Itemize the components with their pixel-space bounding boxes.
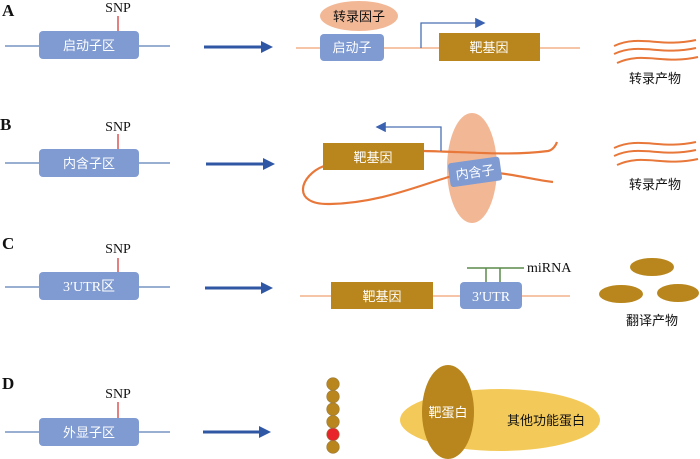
- promoter-region-box: [39, 31, 139, 59]
- mirna-label: miRNA: [527, 261, 572, 276]
- panel-d: D SNP 外显子区 靶蛋白 其他功能蛋白: [2, 365, 600, 459]
- exon-region-box: [39, 418, 139, 446]
- panel-c: C SNP 3′UTR区 靶基因 miRNA 3′UTR 翻译产物: [2, 234, 699, 329]
- panel-label-d: D: [2, 374, 14, 393]
- mirna-binding: [467, 267, 524, 283]
- target-gene-box: [323, 143, 424, 170]
- target-gene-label: 靶基因: [353, 151, 392, 166]
- intron-box: [447, 156, 503, 187]
- translation-product-icon: [599, 258, 699, 303]
- panel-label-a: A: [2, 1, 15, 20]
- target-gene-label: 靶基因: [469, 41, 508, 56]
- transcript-product-icon: [613, 141, 699, 166]
- utr-label: 3′UTR: [472, 290, 511, 305]
- mutant-residue: [326, 427, 340, 442]
- target-gene-label: 靶基因: [362, 290, 401, 305]
- transcription-factor: [320, 1, 398, 31]
- peptide-chain: [326, 377, 340, 454]
- transcript-product-label: 转录产物: [629, 178, 681, 193]
- utr-box: [460, 282, 522, 309]
- target-protein: [422, 365, 474, 459]
- panel-label-c: C: [2, 234, 14, 253]
- snp-label: SNP: [105, 387, 131, 402]
- transcription-direction-arrow: [375, 121, 442, 151]
- target-protein-label: 靶蛋白: [428, 405, 467, 421]
- intron-region-box: [39, 149, 139, 177]
- transcript-product-label: 转录产物: [629, 72, 681, 87]
- promoter-label: 启动子: [332, 41, 371, 56]
- utr-region-label: 3′UTR区: [63, 279, 115, 295]
- panel-a: A SNP 启动子区 转录因子 启动子 靶基因 转录产物: [2, 1, 699, 87]
- panel-b: B SNP 内含子区 靶基因 内含子 转录产物: [0, 113, 699, 223]
- amino-acid-residue: [326, 377, 340, 391]
- target-gene-box: [331, 282, 433, 309]
- amino-acid-residue: [326, 402, 340, 416]
- target-gene-box: [439, 33, 540, 61]
- amino-acid-residue: [326, 415, 340, 429]
- promoter-region-label: 启动子区: [63, 39, 115, 54]
- pre-mrna-strand: [423, 141, 559, 155]
- intron-label: 内含子: [455, 162, 496, 183]
- panel-label-b: B: [0, 115, 11, 134]
- amino-acid-residue: [326, 390, 340, 404]
- snp-label: SNP: [105, 120, 131, 135]
- pre-mrna-strand: [301, 164, 554, 206]
- transcription-start-arrow: [420, 17, 486, 48]
- exon-region-label: 外显子区: [63, 426, 115, 441]
- promoter-box: [320, 34, 384, 61]
- other-protein-label: 其他功能蛋白: [507, 413, 585, 429]
- transcript-product-icon: [613, 39, 699, 64]
- translation-product-label: 翻译产物: [626, 314, 678, 329]
- intron-region-label: 内含子区: [63, 156, 115, 172]
- amino-acid-residue: [326, 440, 340, 454]
- utr-region-box: [39, 272, 139, 300]
- snp-label: SNP: [105, 242, 131, 257]
- transcription-factor-label: 转录因子: [333, 10, 385, 25]
- snp-label: SNP: [105, 1, 131, 16]
